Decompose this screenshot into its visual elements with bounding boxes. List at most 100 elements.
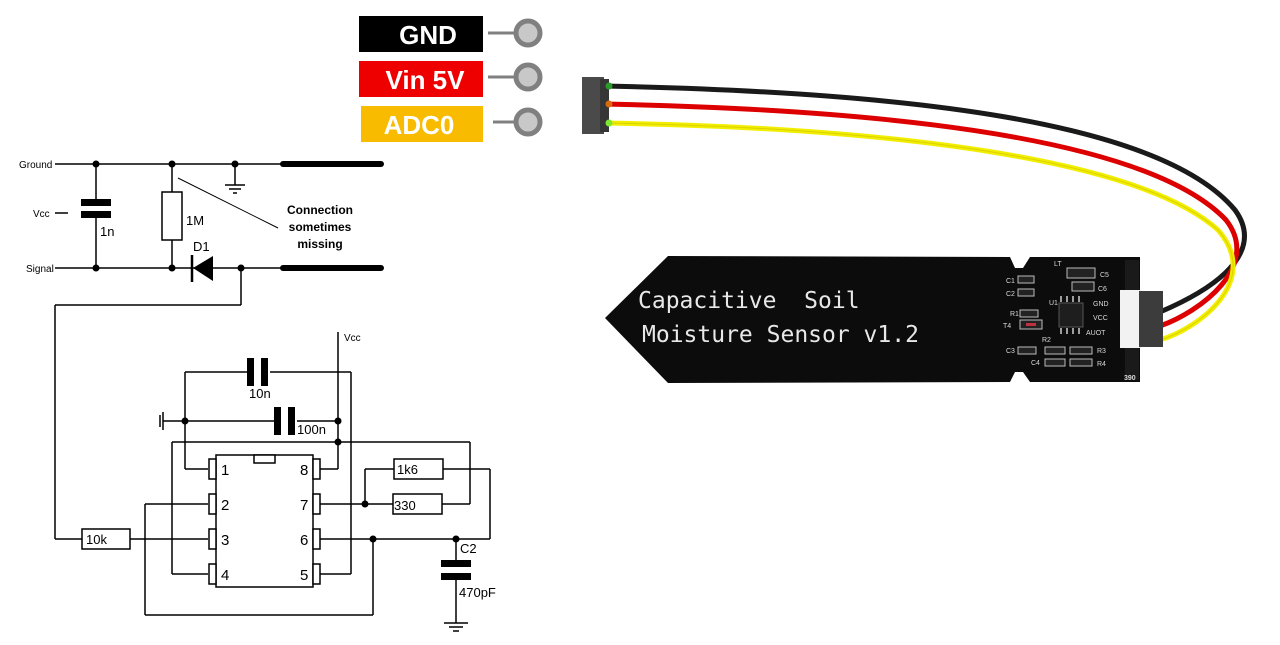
- junction: [168, 160, 176, 168]
- cap-1n-plate-top: [81, 199, 111, 206]
- pin-label-vin-bg: [359, 61, 483, 97]
- silk-c2: C2: [1006, 291, 1015, 298]
- connector-pin-gnd: [605, 82, 613, 90]
- net-label-signal: Signal: [26, 264, 54, 275]
- silk-gnd: GND: [1093, 301, 1109, 308]
- ic-pin-8: 8: [300, 462, 308, 479]
- junction: [334, 417, 342, 425]
- cap-10n-label: 10n: [249, 386, 271, 401]
- ic-pin-7: 7: [300, 497, 308, 514]
- board-silkscreen: C1 C2 LT C5 C6 U1 GND R1 VCC T4 AUOT R2 …: [1003, 261, 1136, 382]
- connector-pin-signal: [605, 119, 613, 127]
- ic-pin-5: 5: [300, 567, 308, 584]
- board-title-line2: Moisture Sensor v1.2: [642, 322, 919, 348]
- ic-pin-4: 4: [221, 567, 229, 584]
- wire-gnd: [604, 83, 1247, 315]
- resistor-330-label: 330: [394, 498, 416, 513]
- annotation-line2: sometimes: [289, 220, 352, 234]
- ic-pin-1: 1: [221, 462, 229, 479]
- silk-vcc: VCC: [1093, 315, 1108, 322]
- silk-c4: C4: [1031, 360, 1040, 367]
- component-r4: [1069, 358, 1093, 367]
- component-c6: [1071, 281, 1095, 292]
- cap-c2-plate-top: [441, 560, 471, 567]
- timer-schematic-parts: 1 2 3 4 5 6 7 8 Vcc 10n 100n 10k 1k6 330…: [81, 333, 496, 600]
- sensor-jst-plug: [1139, 291, 1163, 347]
- silk-code: 390: [1124, 375, 1136, 382]
- resistor-1k6-label: 1k6: [397, 462, 418, 477]
- silk-r2: R2: [1042, 337, 1051, 344]
- junction: [181, 417, 189, 425]
- resistor-10k: [81, 528, 131, 550]
- component-c3: [1017, 346, 1037, 355]
- component-r3: [1069, 346, 1093, 355]
- component-r1: [1019, 309, 1039, 318]
- cap-10n-plate-left: [247, 358, 254, 386]
- board-components: [1017, 267, 1096, 367]
- resistor-1m-label: 1M: [186, 213, 204, 228]
- junction: [361, 500, 369, 508]
- silk-r3: R3: [1097, 348, 1106, 355]
- connector-host: [582, 77, 613, 134]
- resistor-1k6: [393, 458, 444, 480]
- wire-signal: [604, 120, 1236, 343]
- silk-c5: C5: [1100, 272, 1109, 279]
- cap-1n-label: 1n: [100, 224, 114, 239]
- net-label-ground: Ground: [19, 160, 52, 171]
- cable: [604, 83, 1247, 343]
- ic-pin-6: 6: [300, 532, 308, 549]
- sensor-pcb: [605, 256, 1140, 383]
- cap-c2-label: C2: [460, 541, 477, 556]
- pin-label-vin-text: Vin 5V: [385, 65, 465, 95]
- pin-gnd-icon: [513, 18, 543, 48]
- cap-1n-plate-bottom: [81, 211, 111, 218]
- pin-label-gnd-bg: [359, 16, 483, 52]
- junction: [231, 160, 239, 168]
- component-c1: [1017, 275, 1035, 284]
- cap-100n-label: 100n: [297, 422, 326, 437]
- cap-100n-plate-right: [288, 407, 295, 435]
- diode-d1-label: D1: [193, 239, 210, 254]
- junction: [237, 264, 245, 272]
- silk-lt: LT: [1054, 261, 1062, 268]
- cap-c2-value: 470pF: [459, 585, 496, 600]
- sensor-jst-socket: [1120, 290, 1142, 348]
- timer-schematic-wires: [55, 332, 491, 632]
- probe-schematic-symbols: Ground Vcc Signal 1n 1M D1 Connection so…: [19, 160, 353, 282]
- silk-aout: AUOT: [1086, 330, 1106, 337]
- junction: [452, 535, 460, 543]
- connector-pin-vcc: [605, 100, 613, 108]
- pin-label-gnd-text: GND: [399, 20, 457, 50]
- silk-c6: C6: [1098, 286, 1107, 293]
- annotation-line3: missing: [297, 237, 342, 251]
- silk-u1: U1: [1049, 300, 1058, 307]
- ic-555-body: [215, 454, 314, 588]
- vcc-label: Vcc: [344, 333, 361, 344]
- component-c5: [1066, 267, 1096, 279]
- resistor-330: [392, 493, 443, 515]
- silk-r1: R1: [1010, 311, 1019, 318]
- annotation-line1: Connection: [287, 203, 353, 217]
- diode-d1-icon: [193, 256, 213, 281]
- pin-label-adc0-text: ADC0: [384, 110, 455, 140]
- pin-label-adc0-bg: [361, 106, 483, 142]
- cap-10n-plate-right: [261, 358, 268, 386]
- silk-c1: C1: [1006, 278, 1015, 285]
- component-c2: [1017, 288, 1035, 297]
- junction: [92, 160, 100, 168]
- pin-label-vin: Vin 5V: [359, 61, 543, 97]
- silk-t4: T4: [1003, 323, 1011, 330]
- junction: [369, 535, 377, 543]
- wire-vcc: [604, 101, 1240, 329]
- pin-label-adc0: ADC0: [361, 106, 543, 142]
- board-title-line1: Capacitive Soil: [638, 288, 860, 314]
- silk-r4: R4: [1097, 361, 1106, 368]
- resistor-10k-label: 10k: [86, 532, 107, 547]
- component-r2: [1044, 346, 1066, 355]
- silk-c3: C3: [1006, 348, 1015, 355]
- junction: [334, 438, 342, 446]
- ic-notch: [253, 454, 276, 464]
- junction: [92, 264, 100, 272]
- component-u1: [1058, 302, 1084, 328]
